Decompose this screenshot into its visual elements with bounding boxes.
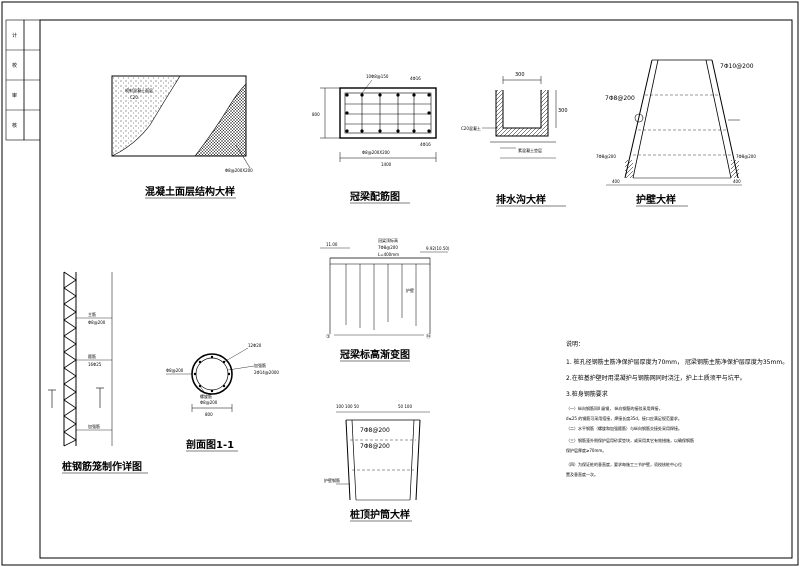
- section-label-4: 螺旋筋: [200, 393, 212, 399]
- drain-bottom-label: 素混凝土垫层: [518, 147, 542, 153]
- cap-beam-r1: 4Φ16: [410, 76, 421, 81]
- pile-top-title: 桩顶护筒大样: [350, 508, 410, 521]
- drain-dim-right: 300: [558, 108, 568, 114]
- pile-top-side-label: 护壁钢筋: [324, 477, 340, 483]
- elevation-left: 11.00: [326, 242, 338, 247]
- concrete-inner-text-2: C20: [130, 95, 138, 100]
- elevation-top-1: 冠梁顶标高: [378, 237, 398, 243]
- section-label-2: 加强筋: [254, 362, 266, 368]
- cage-label-4: 16Φ25: [88, 362, 102, 367]
- note-line-4: （一）纵向钢筋同Ⅱ 级钢， 纵向钢筋的接驳采用焊接，: [566, 405, 663, 411]
- wall-title: 护壁大样: [636, 193, 676, 206]
- pile-top-dims-2: 50 100: [398, 404, 412, 409]
- cap-beam-r2: 4Φ16: [420, 142, 431, 147]
- drainage-ditch-detail: 300 300 C20混凝土 素混凝土垫层 排水沟大样: [461, 72, 568, 207]
- pile-top-dims: 100 100 50: [336, 404, 359, 409]
- cage-label-1: 主筋: [88, 311, 96, 317]
- section-label-3: 2Φ14@2000: [254, 370, 279, 375]
- cage-label-2: 箍筋: [88, 353, 96, 359]
- section-1-1-detail: 800 12Φ20 加强筋 2Φ14@2000 螺旋筋 Φ8@200 Φ8@20…: [166, 343, 279, 452]
- cage-label-5: Φ8@200: [88, 320, 106, 325]
- concrete-inner-text: 喷射混凝土面层: [125, 87, 153, 93]
- retaining-wall-detail: 7Φ10@200 7Φ8@200 7Φ8@200 7Φ8@200 400 400…: [596, 59, 756, 207]
- cage-label-3: 加强筋: [88, 423, 100, 429]
- concrete-mesh-label: Φ8@200X200: [225, 168, 253, 173]
- note-line-7: （三）钢筋笼外侧保护层用砂浆垫块，或采用其它有效措施，以确保钢筋: [566, 437, 694, 443]
- note-line-2: 2.在桩基护壁时用混凝护与钢筋网同时浇注，护上土质须平与坑平。: [566, 374, 746, 382]
- inner-border: [39, 19, 793, 559]
- note-line-1: 1. 桩孔径钢筋主筋净保护层厚度为70mm， 冠梁钢筋主筋净保护层厚度为35mm…: [566, 358, 788, 366]
- elevation-mid: 护壁: [406, 287, 414, 293]
- elevation-top-2: 7Φ8@200: [378, 245, 398, 250]
- concrete-title: 混凝土面层结构大样: [145, 185, 235, 198]
- concrete-facing-detail: 喷射混凝土面层 C20 Φ8@200X200 混凝土面层结构大样: [111, 75, 253, 199]
- wall-dim-1: 400: [612, 179, 620, 184]
- pile-top-casing-detail: 100 100 50 50 100 7Φ8@200 7Φ8@200 护壁钢筋 桩…: [324, 404, 430, 522]
- strip-cell-1: 计: [12, 32, 17, 39]
- side-title-strip: 计 校 审 核: [5, 19, 41, 141]
- elevation-marker-2: ⑭: [426, 333, 431, 340]
- section-label-6: Φ8@200: [166, 368, 184, 373]
- cap-beam-height: 800: [312, 112, 320, 117]
- strip-cell-3: 审: [12, 92, 17, 99]
- cage-title: 桩钢筋笼制作详图: [62, 460, 142, 473]
- note-line-5: d≤25 的钢筋可采用搭接，焊接长度35d，接口应满足规范要求。: [566, 415, 682, 421]
- elevation-marker-1: ①: [326, 334, 331, 340]
- section-label-1: 12Φ20: [248, 343, 262, 348]
- cap-beam-top-label: 10Φ8@150: [366, 74, 389, 79]
- cap-beam-title: 冠梁配筋图: [350, 190, 400, 203]
- note-line-3: 3.桩身钢筋要求: [566, 390, 608, 398]
- cap-beam-width: 1400: [381, 162, 392, 167]
- note-line-6: （二）水平钢筋（螺旋和加强箍筋）与纵向钢筋交接处采用焊接。: [566, 425, 682, 431]
- pile-top-label-1: 7Φ8@200: [360, 427, 390, 434]
- elevation-top-3: L=400mm: [378, 252, 399, 257]
- section-label-5: Φ8@200: [200, 400, 218, 405]
- cap-beam-bottom-label: Φ8@200X200: [362, 150, 390, 155]
- elevation-title: 冠梁标高渐变图: [340, 348, 410, 361]
- note-line-10: 置及垂直度一次。: [566, 471, 598, 477]
- cap-beam-elevation-detail: 11.00 9.92(10.50) 冠梁顶标高 7Φ8@200 L=400mm …: [320, 237, 450, 362]
- pile-cage-detail: 主筋 Φ8@200 箍筋 16Φ25 加强筋 桩钢筋笼制作详图: [48, 271, 148, 474]
- wall-dim-2: 400: [733, 179, 741, 184]
- notes-heading: 说明：: [566, 340, 584, 348]
- wall-bottom-right: 7Φ8@200: [736, 154, 756, 159]
- drain-left-label: C20混凝土: [461, 125, 481, 131]
- section-title: 剖面图1-1: [186, 438, 234, 451]
- drain-dim-top: 300: [515, 72, 525, 78]
- drain-title: 排水沟大样: [496, 193, 546, 206]
- section-dim: 800: [205, 412, 213, 417]
- wall-top-right: 7Φ10@200: [720, 63, 754, 70]
- elevation-right: 9.92(10.50): [426, 246, 450, 251]
- note-line-9: （四）为保证桩的垂直度，要求每施工三节护壁，须校核桩中心位: [566, 461, 682, 467]
- notes-block: 说明： 1. 桩孔径钢筋主筋净保护层厚度为70mm， 冠梁钢筋主筋净保护层厚度为…: [566, 340, 788, 477]
- note-line-8: 保护层厚度≥70mm。: [566, 447, 606, 453]
- wall-bottom-left: 7Φ8@200: [596, 154, 616, 159]
- strip-cell-2: 校: [12, 62, 17, 69]
- strip-cell-4: 核: [12, 122, 17, 129]
- pile-top-label-2: 7Φ8@200: [360, 443, 390, 450]
- cap-beam-detail: 800 1400 10Φ8@150 4Φ16 4Φ16 Φ8@200X200 冠…: [312, 74, 437, 204]
- wall-left-label: 7Φ8@200: [605, 95, 635, 102]
